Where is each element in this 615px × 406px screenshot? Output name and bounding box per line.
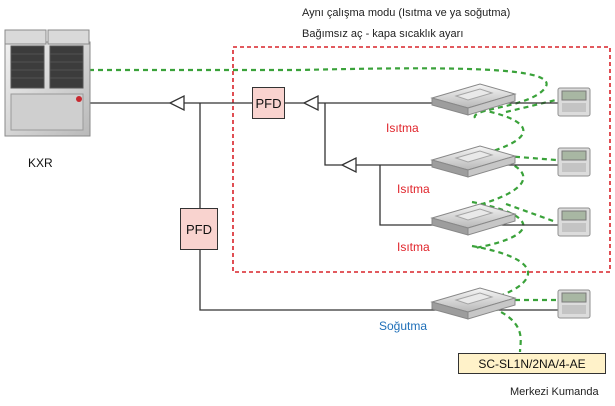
pfd-box-top: PFD	[252, 87, 285, 119]
mode-label-1: Isıtma	[386, 121, 419, 135]
remote-controller-2	[557, 147, 591, 177]
central-control-caption: Merkezi Kumanda	[510, 386, 599, 398]
indoor-unit-4	[430, 287, 517, 320]
pfd-box-lower: PFD	[180, 208, 218, 250]
branch-joints	[168, 94, 357, 174]
branch-joint-2	[302, 94, 319, 112]
remote-controller-4	[557, 289, 591, 319]
indoor-unit-3	[430, 203, 517, 236]
header-line-1: Aynı çalışma modu (Isıtma ve ya soğutma)	[302, 7, 511, 19]
remote-controller-3	[557, 207, 591, 237]
branch-joint-3	[340, 156, 357, 174]
branch-joint-1	[168, 94, 185, 112]
outdoor-unit-label: KXR	[28, 156, 53, 170]
outdoor-unit	[4, 29, 91, 137]
mode-label-3: Isıtma	[397, 240, 430, 254]
header-line-2: Bağımsız aç - kapa sıcaklık ayarı	[302, 28, 464, 40]
central-control-box: SC-SL1N/2NA/4-AE	[458, 353, 606, 374]
indoor-unit-2	[430, 145, 517, 178]
mode-label-4: Soğutma	[379, 319, 428, 333]
indoor-unit-1	[430, 83, 517, 116]
remote-controller-1	[557, 87, 591, 117]
mode-label-2: Isıtma	[397, 182, 430, 196]
